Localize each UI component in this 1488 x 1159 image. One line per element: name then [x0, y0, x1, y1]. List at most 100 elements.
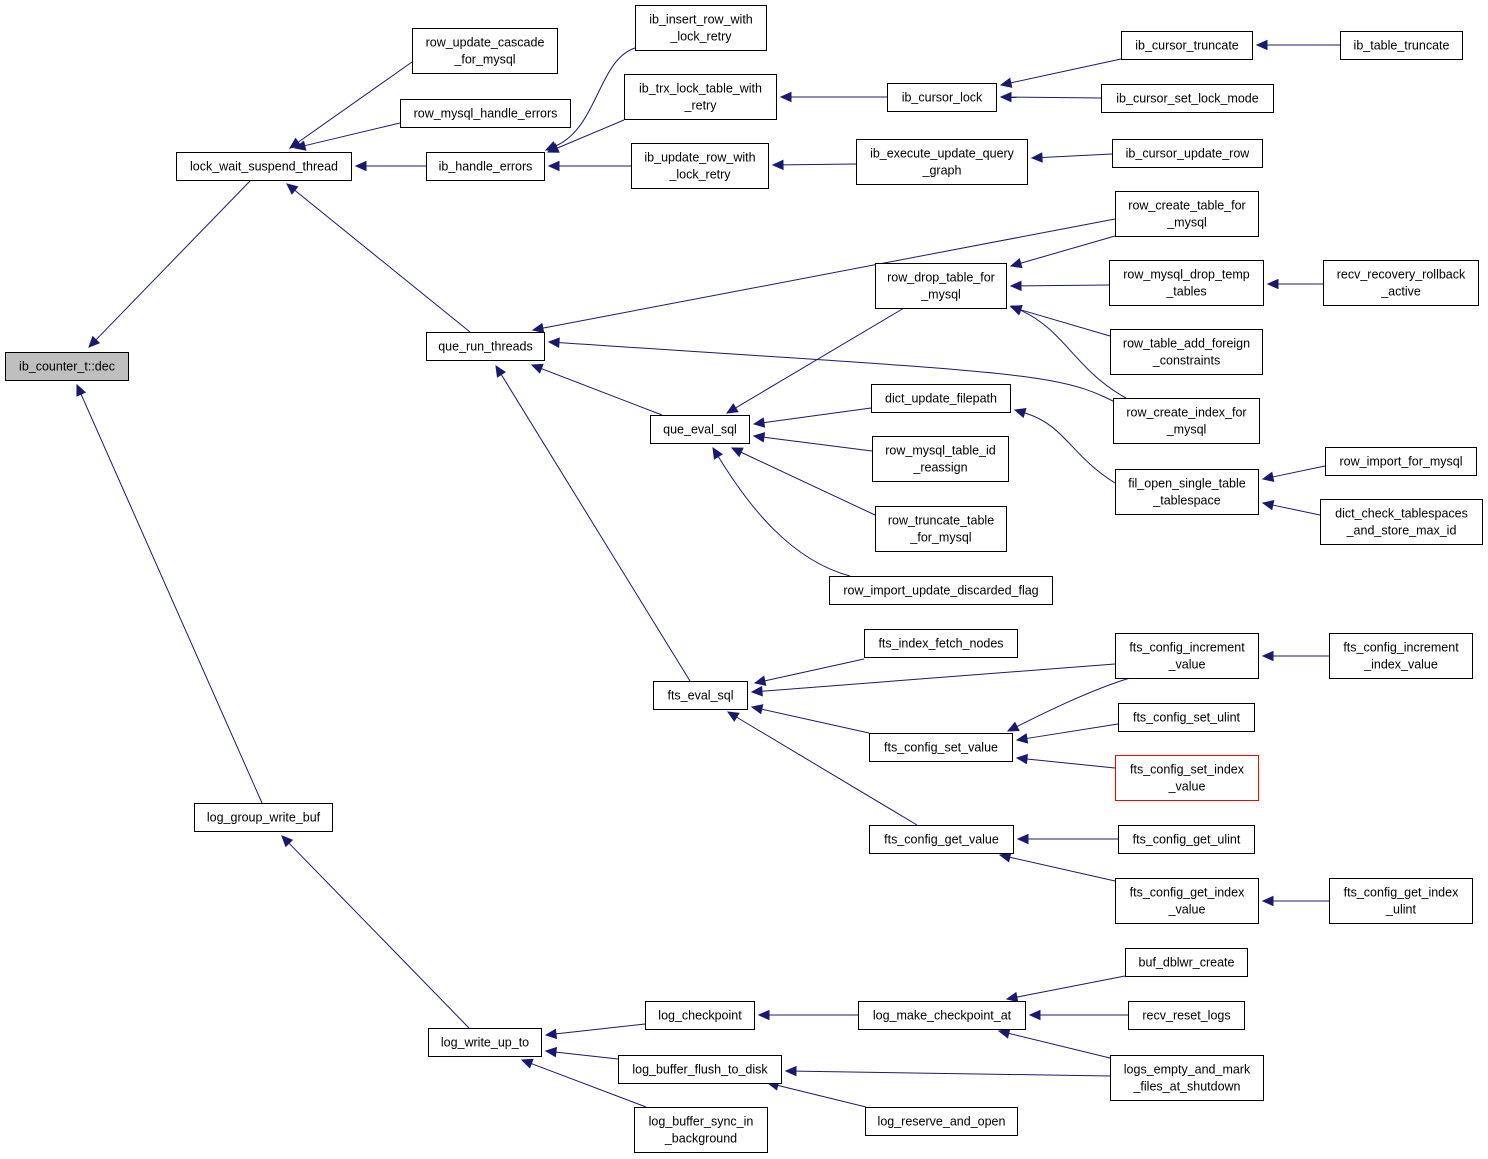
edge-line: [555, 47, 636, 147]
function-node[interactable]: ib_update_row_with_lock_retry: [631, 143, 769, 189]
function-node[interactable]: fts_config_set_index_value: [1115, 755, 1259, 801]
edge-n_rifm-to-n_fostt: [1261, 465, 1326, 483]
function-node[interactable]: ib_counter_t::dec: [5, 352, 129, 381]
arrowhead-icon: [76, 383, 87, 397]
function-node[interactable]: logs_empty_and_mark_files_at_shutdown: [1110, 1055, 1264, 1101]
node-box: [1115, 878, 1259, 924]
node-label: _mysql: [1166, 216, 1207, 230]
function-node[interactable]: ib_cursor_update_row: [1112, 139, 1263, 168]
function-node[interactable]: que_run_threads: [426, 332, 545, 361]
node-box: [428, 1028, 542, 1057]
edge-line: [1019, 309, 1127, 399]
node-box: [1110, 329, 1263, 375]
function-node[interactable]: ib_cursor_set_lock_mode: [1101, 84, 1274, 113]
function-node[interactable]: fts_config_set_value: [869, 733, 1013, 762]
arrowhead-icon: [750, 704, 764, 715]
edge-line: [736, 716, 918, 826]
node-box: [864, 629, 1018, 658]
node-box: [1329, 878, 1473, 924]
arrowhead-icon: [712, 446, 723, 460]
function-node[interactable]: row_mysql_table_id_reassign: [872, 436, 1009, 482]
node-label: ib_cursor_update_row: [1126, 147, 1251, 161]
function-node[interactable]: row_table_add_foreign_constraints: [1110, 329, 1263, 375]
function-node[interactable]: log_buffer_flush_to_disk: [618, 1055, 782, 1084]
edge-line: [764, 658, 865, 682]
arrowhead-icon: [281, 835, 294, 848]
edge-n_ieuqg-to-n_iurwlr: [771, 159, 857, 171]
function-node[interactable]: dict_update_filepath: [871, 384, 1011, 413]
function-node[interactable]: fts_config_increment_index_value: [1329, 633, 1473, 679]
function-node[interactable]: ib_insert_row_with_lock_retry: [635, 5, 767, 51]
function-node[interactable]: log_make_checkpoint_at: [858, 1001, 1026, 1030]
function-node[interactable]: recv_reset_logs: [1128, 1001, 1245, 1030]
function-node[interactable]: fts_config_get_ulint: [1118, 825, 1255, 854]
function-node[interactable]: fts_config_get_index_ulint: [1329, 878, 1473, 924]
function-node[interactable]: ib_trx_lock_table_with_retry: [624, 74, 777, 120]
function-node[interactable]: row_mysql_handle_errors: [400, 99, 571, 128]
edge-line: [1010, 58, 1122, 84]
edge-n_fciv-to-n_fes: [750, 663, 1116, 697]
function-node[interactable]: log_reserve_and_open: [865, 1107, 1018, 1136]
node-label: dict_update_filepath: [885, 392, 997, 406]
edge-line: [555, 1023, 646, 1035]
function-node[interactable]: fil_open_single_table_tablespace: [1115, 469, 1259, 515]
function-node[interactable]: buf_dblwr_create: [1125, 948, 1248, 977]
node-label: _value: [1168, 903, 1206, 917]
function-node[interactable]: row_import_for_mysql: [1325, 447, 1477, 476]
edge-line: [542, 218, 1116, 329]
function-node[interactable]: row_update_cascade_for_mysql: [412, 28, 558, 74]
function-node[interactable]: row_create_index_for_mysql: [1113, 398, 1260, 444]
function-node[interactable]: log_checkpoint: [645, 1001, 755, 1030]
function-node[interactable]: ib_execute_update_query_graph: [856, 139, 1028, 185]
node-label: row_drop_table_for: [887, 271, 995, 285]
arrowhead-icon: [88, 335, 101, 348]
function-node[interactable]: ib_cursor_truncate: [1121, 31, 1253, 60]
node-label: _reassign: [912, 461, 967, 475]
function-node[interactable]: log_group_write_buf: [194, 803, 333, 832]
arrowhead-icon: [547, 160, 560, 172]
function-node[interactable]: fts_config_get_index_value: [1115, 878, 1259, 924]
function-node[interactable]: lock_wait_suspend_thread: [176, 152, 352, 181]
node-box: [1323, 260, 1479, 306]
function-node[interactable]: log_buffer_sync_in_background: [634, 1107, 768, 1153]
node-box: [426, 152, 545, 181]
node-box: [1118, 825, 1255, 854]
arrowhead-icon: [520, 1058, 534, 1069]
node-label: _index_value: [1363, 658, 1438, 672]
arrowhead-icon: [1261, 471, 1275, 483]
function-node[interactable]: que_eval_sql: [650, 415, 750, 444]
node-label: row_create_index_for: [1126, 406, 1246, 420]
function-node[interactable]: ib_handle_errors: [426, 152, 545, 181]
node-label: ib_execute_update_query: [870, 147, 1015, 161]
function-node[interactable]: fts_config_increment_value: [1115, 633, 1259, 679]
function-node[interactable]: fts_eval_sql: [653, 681, 748, 710]
function-node[interactable]: row_import_update_discarded_flag: [829, 576, 1053, 605]
function-node[interactable]: fts_index_fetch_nodes: [864, 629, 1018, 658]
function-node[interactable]: ib_table_truncate: [1340, 31, 1463, 60]
function-node[interactable]: row_mysql_drop_temp_tables: [1109, 260, 1264, 306]
node-box: [1121, 31, 1253, 60]
edge-n_leamfas-to-n_lmca: [997, 1028, 1111, 1059]
function-node[interactable]: log_write_up_to: [428, 1028, 542, 1057]
node-label: _for_mysql: [909, 531, 971, 545]
edge-line: [1009, 856, 1116, 882]
arrowhead-icon: [1009, 305, 1023, 316]
node-label: buf_dblwr_create: [1139, 956, 1235, 970]
arrowhead-icon: [1030, 152, 1043, 163]
function-node[interactable]: row_drop_table_for_mysql: [875, 263, 1007, 309]
function-node[interactable]: recv_recovery_rollback_active: [1323, 260, 1479, 306]
edge-n_icl-to-n_itltwr: [779, 91, 887, 103]
node-label: _and_store_max_id: [1346, 524, 1457, 538]
function-node[interactable]: fts_config_get_value: [869, 825, 1014, 854]
edge-n_fes-to-n_qrt: [495, 364, 691, 682]
function-node[interactable]: ib_cursor_lock: [887, 83, 997, 112]
function-node[interactable]: row_create_table_for_mysql: [1115, 191, 1259, 237]
arrowhead-icon: [725, 403, 739, 414]
node-label: row_mysql_drop_temp: [1123, 268, 1249, 282]
function-node[interactable]: dict_check_tablespaces_and_store_max_id: [1320, 499, 1483, 545]
node-box: [1112, 139, 1263, 168]
function-node[interactable]: fts_config_set_ulint: [1118, 703, 1255, 732]
function-node[interactable]: row_truncate_table_for_mysql: [875, 506, 1007, 552]
edge-n_rctfm-to-n_qrt: [531, 218, 1116, 334]
